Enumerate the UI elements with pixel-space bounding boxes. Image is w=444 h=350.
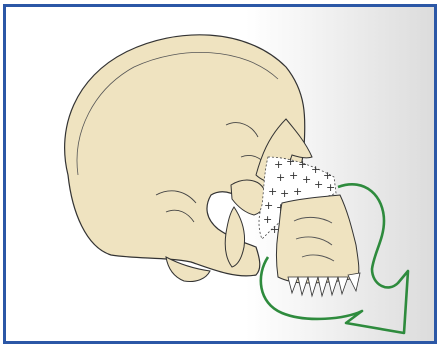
svg-text:+: + <box>293 185 302 198</box>
figure-frame: +++ ++ +++ ++ +++ ++ ++ <box>3 4 437 344</box>
svg-text:+: + <box>286 155 295 168</box>
svg-text:+: + <box>298 158 307 171</box>
svg-text:+: + <box>311 163 320 176</box>
svg-text:+: + <box>274 158 283 171</box>
svg-text:+: + <box>276 171 285 184</box>
svg-text:+: + <box>326 181 335 194</box>
svg-text:+: + <box>314 178 323 191</box>
svg-text:+: + <box>289 169 298 182</box>
svg-text:+: + <box>280 187 289 200</box>
svg-text:+: + <box>302 173 311 186</box>
skull-illustration: +++ ++ +++ ++ +++ ++ ++ <box>6 7 434 341</box>
svg-text:+: + <box>264 199 273 212</box>
svg-text:+: + <box>268 185 277 198</box>
maxilla-segment <box>277 195 359 283</box>
